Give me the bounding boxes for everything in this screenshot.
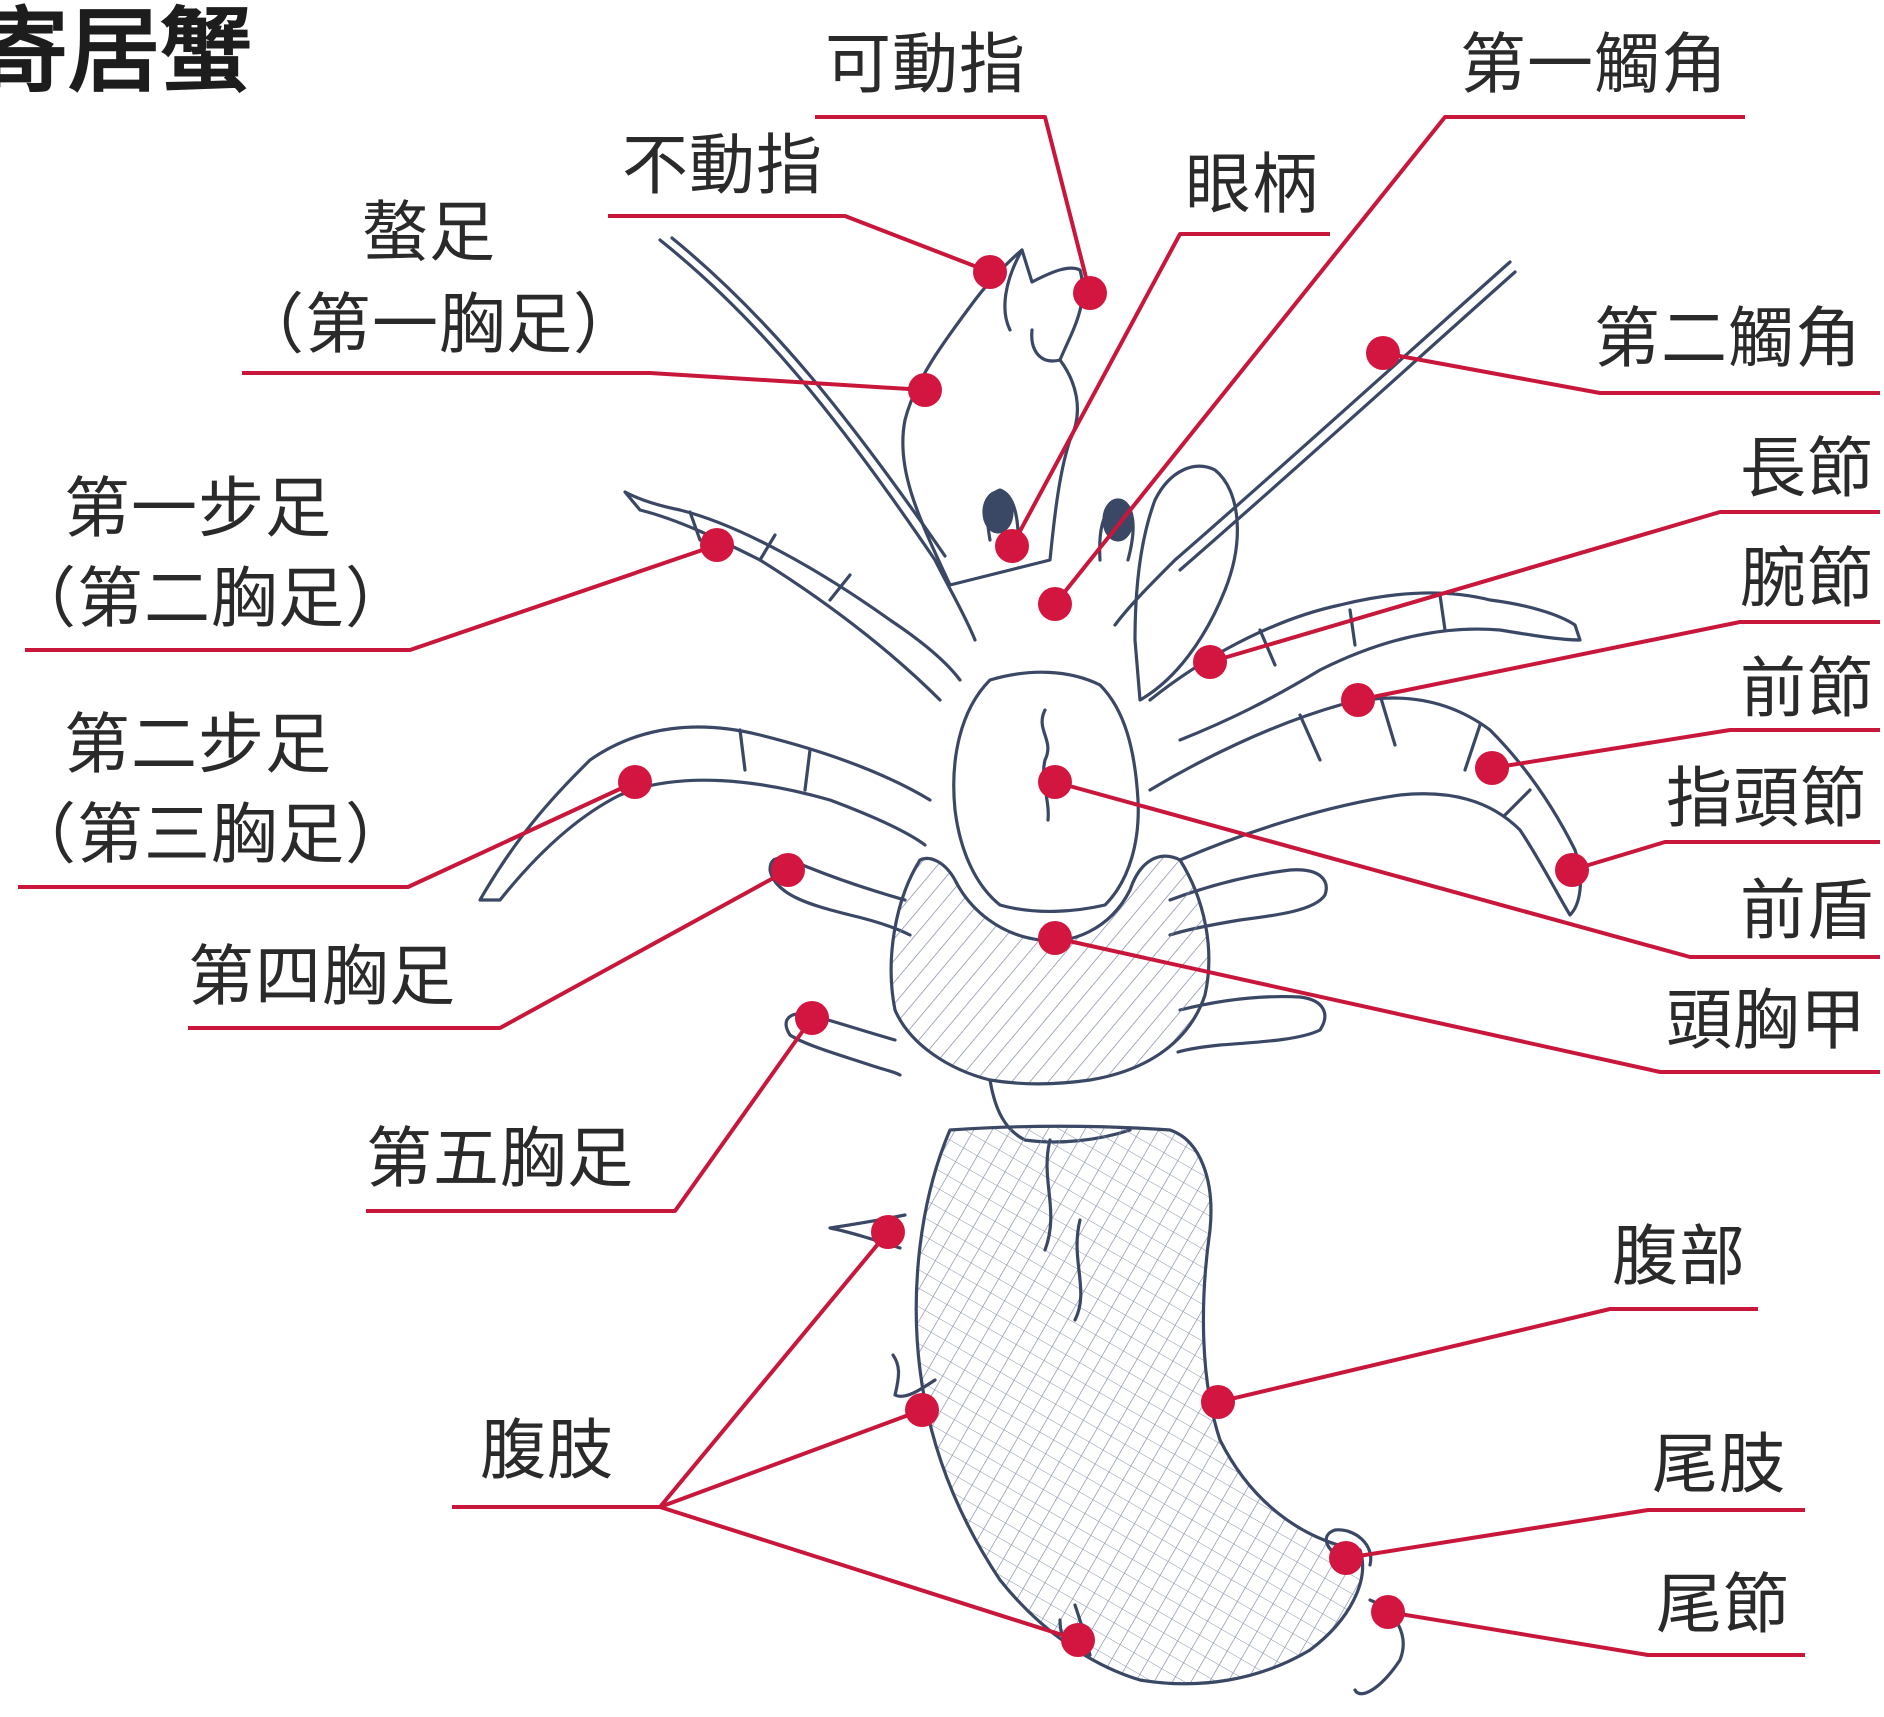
leader-dactylus — [1572, 842, 1880, 870]
label-telson: 尾節 — [1656, 1572, 1790, 1638]
dot-dactylus — [1555, 853, 1589, 887]
label-walk1-sub: （第二胸足） — [10, 566, 412, 632]
dot-cheliped — [908, 373, 942, 407]
label-fixed-finger: 不動指 — [622, 133, 823, 199]
label-walk2: 第二步足 — [64, 712, 332, 778]
dot-pleopod-2 — [905, 1393, 939, 1427]
label-abdomen: 腹部 — [1612, 1224, 1746, 1290]
leader-uropod — [1346, 1510, 1805, 1558]
label-pleopod: 腹肢 — [480, 1418, 614, 1484]
label-leg4: 第四胸足 — [188, 944, 456, 1010]
leader-movable-finger — [815, 117, 1090, 293]
label-dactylus: 指頭節 — [1666, 766, 1867, 832]
dot-carpus — [1341, 683, 1375, 717]
label-carapace: 頭胸甲 — [1666, 988, 1867, 1054]
label-leg5: 第五胸足 — [366, 1126, 634, 1192]
label-walk1: 第一步足 — [64, 476, 332, 542]
label-propodus: 前節 — [1740, 656, 1874, 722]
dot-leg4 — [771, 853, 805, 887]
label-eyestalk: 眼柄 — [1185, 152, 1319, 218]
label-carpus: 腕節 — [1740, 546, 1874, 612]
dot-pleopod-3 — [1061, 1623, 1095, 1657]
diagram-title: 寄居蟹 — [0, 6, 252, 98]
dot-merus — [1193, 645, 1227, 679]
label-antenna: 第二觸角 — [1594, 306, 1862, 372]
dot-fixed-finger — [973, 255, 1007, 289]
dot-uropod — [1329, 1541, 1363, 1575]
label-cheliped-sub: （第一胸足） — [238, 292, 640, 358]
dot-shield — [1038, 765, 1072, 799]
label-merus: 長節 — [1740, 436, 1874, 502]
leader-pleopod-3 — [660, 1507, 1078, 1640]
label-cheliped: 螯足 — [362, 200, 496, 266]
label-movable-finger: 可動指 — [825, 32, 1026, 98]
dot-walk1 — [700, 528, 734, 562]
dot-telson — [1371, 1595, 1405, 1629]
leader-eyestalk — [1012, 234, 1330, 546]
dot-propodus — [1475, 751, 1509, 785]
dot-movable-finger — [1073, 276, 1107, 310]
dot-antennule — [1038, 587, 1072, 621]
dot-pleopod-1 — [871, 1215, 905, 1249]
label-antennule: 第一觸角 — [1460, 32, 1728, 98]
leader-cheliped — [242, 373, 925, 390]
label-uropod: 尾肢 — [1652, 1432, 1786, 1498]
label-walk2-sub: （第三胸足） — [10, 802, 412, 868]
dot-abdomen — [1201, 1385, 1235, 1419]
leader-abdomen — [1218, 1309, 1758, 1402]
leader-fixed-finger — [608, 216, 990, 272]
dot-walk2 — [618, 765, 652, 799]
dot-carapace — [1038, 921, 1072, 955]
dot-eyestalk — [995, 529, 1029, 563]
dot-antenna — [1366, 336, 1400, 370]
label-shield: 前盾 — [1740, 878, 1874, 944]
dot-leg5 — [795, 1001, 829, 1035]
